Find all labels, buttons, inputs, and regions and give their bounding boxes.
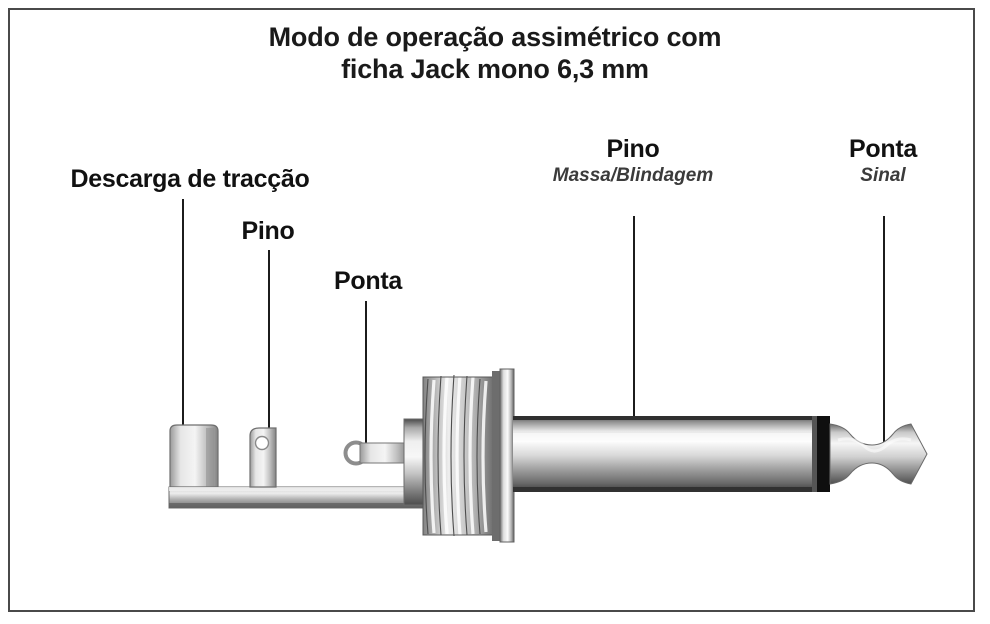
callout-tip-left: Ponta (268, 267, 468, 296)
callout-tip-right: Ponta Sinal (793, 135, 973, 186)
leader-line-tip-right (883, 216, 885, 453)
callout-strain-relief-caption: Descarga de tracção (70, 165, 310, 193)
leader-line-pin-left (268, 250, 270, 444)
sleeve-barrel (513, 416, 819, 492)
ground-pin-contact (249, 427, 277, 488)
black-insulator-ring (812, 416, 830, 492)
callout-strain-relief: Descarga de tracção (20, 165, 360, 194)
callout-pin-right: Pino Massa/Blindagem (493, 135, 773, 186)
strain-relief-tab (169, 424, 219, 488)
spring-coil-sleeve (422, 374, 497, 537)
base-plate (168, 486, 424, 509)
callout-tip-right-caption: Ponta (849, 135, 917, 163)
leader-line-tip-left (365, 301, 367, 456)
figure-border (8, 8, 975, 612)
leader-line-pin-right (633, 216, 635, 448)
callout-tip-right-subtitle: Sinal (860, 164, 906, 186)
leader-line-strain-relief (182, 199, 184, 461)
title-line-2: ficha Jack mono 6,3 mm (341, 53, 649, 84)
callout-pin-right-caption: Pino (606, 135, 660, 163)
callout-pin-right-subtitle: Massa/Blindagem (552, 164, 714, 186)
tip-cone (829, 423, 928, 485)
page-title: Modo de operação assimétrico com ficha J… (0, 22, 990, 86)
tip-contact (343, 418, 425, 506)
callout-pin-left-caption: Pino (241, 217, 295, 245)
callout-pin-left: Pino (168, 217, 368, 246)
flange-washer (492, 368, 515, 543)
callout-tip-left-caption: Ponta (334, 267, 402, 295)
title-line-1: Modo de operação assimétrico com (268, 22, 722, 52)
